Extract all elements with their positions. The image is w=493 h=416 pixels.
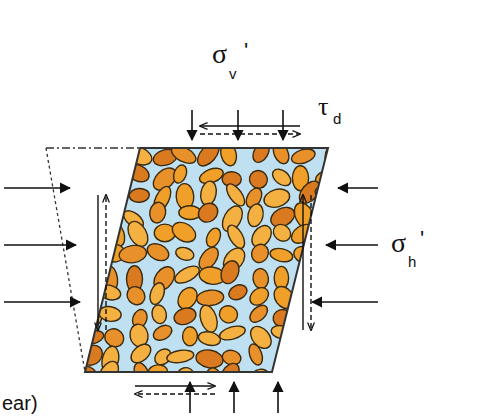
stress-symbol: σ xyxy=(391,229,406,257)
stress-symbol: τ xyxy=(318,94,328,120)
stress-symbol: σ xyxy=(212,40,227,68)
soil-element-outline xyxy=(85,148,328,372)
shear-stress-arrows xyxy=(98,126,311,394)
soil-grains xyxy=(48,139,348,392)
vertical-stress-arrows xyxy=(190,110,283,413)
horizontal-stress-arrows xyxy=(4,188,378,302)
prime-mark: ' xyxy=(420,228,424,250)
soil-element xyxy=(85,148,328,372)
prime-mark: ' xyxy=(244,40,248,62)
caption-fragment: ear) xyxy=(2,393,38,413)
original-outline xyxy=(46,148,85,372)
stress-subscript: v xyxy=(229,66,237,81)
stress-subscript: d xyxy=(333,111,341,126)
original-outline xyxy=(46,147,140,148)
stress-subscript: h xyxy=(408,254,416,269)
